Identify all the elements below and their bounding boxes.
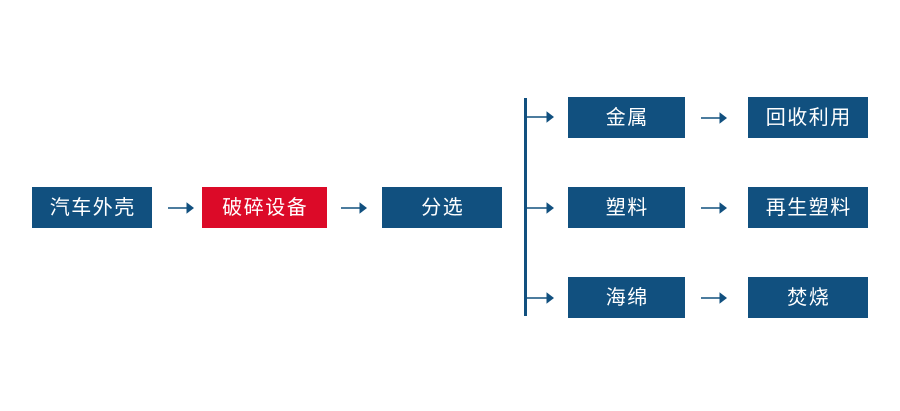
node-recycle[interactable]: 回收利用 — [748, 97, 868, 138]
node-car-shell-label: 汽车外壳 — [49, 196, 136, 219]
node-recycle-label: 回收利用 — [765, 106, 852, 129]
arrow-right-icon-sponge-outcome — [700, 286, 728, 310]
node-metal-label: 金属 — [605, 106, 649, 129]
node-car-shell[interactable]: 汽车外壳 — [32, 187, 152, 228]
node-sponge[interactable]: 海绵 — [568, 277, 685, 318]
arrow-right-icon-chain-1 — [167, 196, 195, 220]
vertical-split-line — [524, 98, 527, 316]
arrow-right-icon-chain-2 — [340, 196, 368, 220]
arrow-right-icon-branch-plastic — [527, 196, 555, 220]
node-incinerate-label: 焚烧 — [787, 286, 831, 309]
arrow-right-icon-metal-outcome — [700, 106, 728, 130]
node-sorting-label: 分选 — [421, 196, 465, 219]
node-sponge-label: 海绵 — [605, 286, 649, 309]
node-crusher-label: 破碎设备 — [222, 196, 309, 219]
node-crusher[interactable]: 破碎设备 — [202, 187, 327, 228]
arrow-right-icon-branch-sponge — [527, 286, 555, 310]
arrow-right-icon-branch-metal — [527, 105, 555, 129]
node-plastic-label: 塑料 — [605, 196, 649, 219]
node-repolymer[interactable]: 再生塑料 — [748, 187, 868, 228]
node-incinerate[interactable]: 焚烧 — [748, 277, 868, 318]
node-sorting[interactable]: 分选 — [382, 187, 502, 228]
node-metal[interactable]: 金属 — [568, 97, 685, 138]
arrow-right-icon-plastic-outcome — [700, 196, 728, 220]
node-repolymer-label: 再生塑料 — [765, 196, 852, 219]
node-plastic[interactable]: 塑料 — [568, 187, 685, 228]
